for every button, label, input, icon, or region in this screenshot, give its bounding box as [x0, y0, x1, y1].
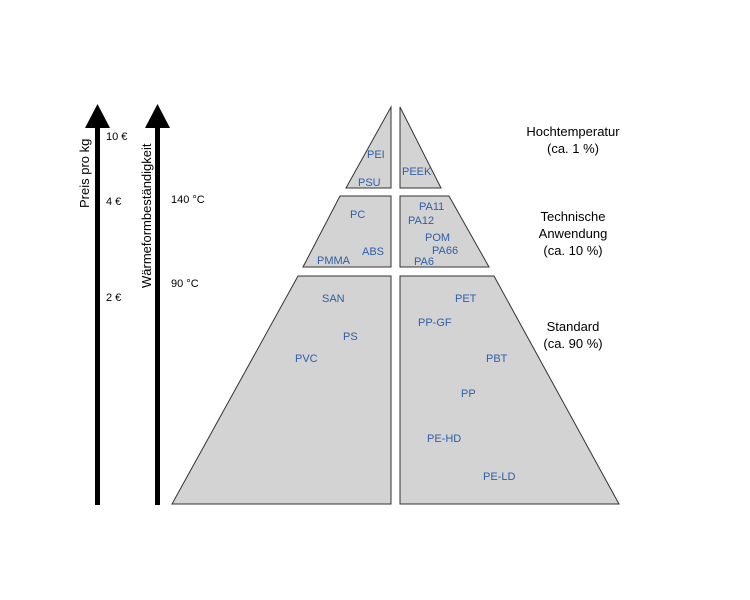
polymer-pp-gf: PP-GF — [418, 317, 452, 329]
heat-tick-140: 140 °C — [171, 194, 205, 206]
price-tick-2: 2 € — [106, 292, 121, 304]
polymer-pa66: PA66 — [432, 245, 458, 257]
polymer-pet: PET — [455, 293, 477, 305]
polymer-pom: POM — [425, 232, 450, 244]
polymer-pa12: PA12 — [408, 215, 434, 227]
polymer-pa6: PA6 — [414, 256, 434, 268]
polymer-pa11: PA11 — [419, 201, 444, 213]
tier-middle-share: (ca. 10 %) — [543, 243, 602, 258]
polymer-pp: PP — [461, 388, 476, 400]
top-tier-left-segment — [345, 105, 392, 189]
middle-tier-left-segment — [302, 195, 392, 268]
tier-top-share: (ca. 1 %) — [547, 141, 599, 156]
top-tier-right-segment — [399, 106, 442, 189]
heat-axis-title: Wärmeformbeständigkeit — [139, 143, 154, 288]
price-axis-title: Preis pro kg — [77, 139, 92, 208]
polymer-pe-hd: PE-HD — [427, 433, 461, 445]
tier-bottom-name: Standard — [547, 319, 600, 334]
price-arrow-head — [85, 104, 110, 128]
polymer-pmma: PMMA — [317, 255, 351, 267]
middle-tier-right-segment — [399, 195, 490, 268]
price-arrow-shaft — [95, 124, 100, 505]
tier-middle-name-line2: Anwendung — [539, 226, 608, 241]
polymer-pbt: PBT — [486, 353, 508, 365]
price-tick-4: 4 € — [106, 196, 121, 208]
price-tick-10: 10 € — [106, 131, 127, 143]
polymer-peek: PEEK — [402, 166, 432, 178]
tier-middle-name-line1: Technische — [540, 209, 605, 224]
polymer-pei: PEI — [367, 149, 385, 161]
tier-bottom-share: (ca. 90 %) — [543, 336, 602, 351]
heat-arrow — [145, 104, 170, 505]
polymer-ps: PS — [343, 331, 358, 343]
heat-tick-90: 90 °C — [171, 278, 199, 290]
polymer-pvc: PVC — [295, 353, 318, 365]
tier-top-name: Hochtemperatur — [526, 124, 620, 139]
polymer-pe-ld: PE-LD — [483, 471, 515, 483]
bottom-tier-right-segment — [399, 275, 620, 505]
polymer-pc: PC — [350, 209, 365, 221]
heat-arrow-shaft — [155, 124, 160, 505]
heat-arrow-head — [145, 104, 170, 128]
polymer-psu: PSU — [358, 177, 381, 189]
price-arrow — [85, 104, 110, 505]
bottom-tier-left-segment — [171, 275, 392, 505]
polymer-san: SAN — [322, 293, 345, 305]
polymer-abs: ABS — [362, 246, 384, 258]
